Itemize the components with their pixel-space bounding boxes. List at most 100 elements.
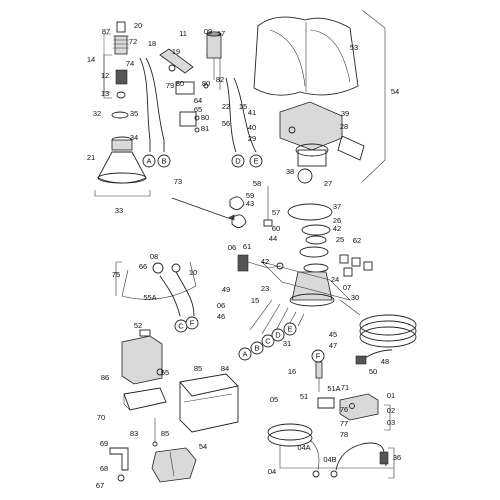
callout-c72: 72 [129, 37, 137, 46]
tray-70 [123, 387, 167, 411]
callout-c17: 17 [217, 29, 225, 38]
connector-circle [142, 154, 156, 168]
callout-c19: 19 [172, 47, 180, 56]
callout-c14: 14 [87, 55, 95, 64]
connector-circle [185, 316, 199, 330]
rack-84 [179, 373, 239, 433]
callout-c79: 79 [166, 81, 174, 90]
connector-circle [231, 154, 245, 168]
callout-c15b: 15 [251, 296, 259, 305]
callout-c65: 65 [194, 105, 202, 114]
callout-c25: 25 [336, 235, 344, 244]
callout-c23: 23 [261, 284, 269, 293]
connector-circle [238, 347, 252, 361]
callout-c54b: 54 [199, 442, 207, 451]
bracket-54 [361, 9, 386, 183]
callout-c52: 52 [134, 321, 142, 330]
bracket-14 [103, 54, 112, 99]
callout-c83: 83 [130, 429, 138, 438]
connector-letter: B [161, 157, 166, 166]
callout-c66: 66 [139, 262, 147, 271]
bracket-02-03 [384, 404, 391, 431]
callout-c34: 34 [130, 133, 138, 142]
callout-c70: 70 [97, 413, 105, 422]
callout-c01: 01 [387, 391, 395, 400]
bell-21 [94, 111, 151, 197]
connector-letter: D [275, 331, 281, 340]
bracket-69 [109, 447, 129, 482]
callout-c61: 61 [243, 242, 251, 251]
coils-58-59 [229, 186, 273, 228]
cover-54 [151, 447, 197, 483]
callout-c24: 24 [331, 275, 339, 284]
callout-c50: 50 [369, 367, 377, 376]
callout-c67: 67 [96, 481, 104, 490]
callout-c53: 53 [350, 43, 358, 52]
cartridge-17 [206, 31, 222, 80]
callout-c16: 16 [288, 367, 296, 376]
callout-c37: 37 [333, 202, 341, 211]
connector-A2: A [238, 347, 252, 361]
connector-E1: E [249, 154, 263, 168]
callout-c75: 75 [112, 270, 120, 279]
connector-letter: F [316, 352, 321, 361]
callout-c69: 69 [100, 439, 108, 448]
callout-c10: 10 [189, 268, 197, 277]
cable-30 [339, 299, 417, 348]
callout-c05: 05 [270, 395, 278, 404]
callout-c08: 08 [150, 252, 158, 261]
callout-c32: 32 [93, 109, 101, 118]
callout-c55: 55 [161, 368, 169, 377]
terminals-62 [339, 254, 373, 277]
pin-83 [152, 418, 158, 447]
connector-letter: B [254, 344, 259, 353]
callout-c30: 30 [351, 293, 359, 302]
callout-c60: 60 [272, 224, 280, 233]
callout-c77: 77 [340, 419, 348, 428]
bracket-04 [279, 444, 394, 469]
connector-circle [261, 334, 275, 348]
canister-52 [121, 329, 164, 385]
connector-letter: A [242, 350, 247, 359]
connector-letter: C [178, 322, 184, 331]
connector-circle [249, 154, 263, 168]
control-box-01 [317, 393, 379, 421]
pump-stack [261, 168, 351, 307]
callout-c31: 31 [283, 339, 291, 348]
callout-c85a: 85 [194, 364, 202, 373]
hose-d [225, 77, 237, 153]
fuse-16 [315, 361, 323, 392]
callout-c74: 74 [126, 59, 134, 68]
hood-53 [253, 16, 359, 96]
callout-c51A: 51A [327, 384, 340, 393]
callout-c76: 76 [340, 405, 348, 414]
callout-c04B: 04B [323, 455, 336, 464]
connector-letter: C [265, 337, 271, 346]
callout-c78: 78 [340, 430, 348, 439]
connector-letter: E [253, 157, 258, 166]
callout-c12: 12 [101, 71, 109, 80]
callout-c06b: 06 [217, 301, 225, 310]
connector-D1: D [231, 154, 245, 168]
connector-F1: F [185, 316, 199, 330]
callout-c22: 22 [222, 102, 230, 111]
callout-c33: 33 [115, 206, 123, 215]
callout-c80a: 80 [176, 79, 184, 88]
connector-B1: B [157, 154, 171, 168]
cable-36 [335, 442, 389, 471]
hose-e [233, 77, 257, 153]
callout-c40: 40 [248, 123, 256, 132]
callout-c26: 26 [333, 216, 341, 225]
connector-letter: E [287, 325, 292, 334]
cable-tie [171, 197, 229, 219]
callout-c59: 59 [246, 191, 254, 200]
callout-c15: 15 [239, 102, 247, 111]
callout-c80b: 80 [202, 79, 210, 88]
callout-c07: 07 [343, 283, 351, 292]
callout-c11: 11 [179, 29, 187, 38]
connector-C1: C [174, 319, 188, 333]
callout-c64: 64 [194, 96, 202, 105]
callout-c43: 43 [246, 199, 254, 208]
